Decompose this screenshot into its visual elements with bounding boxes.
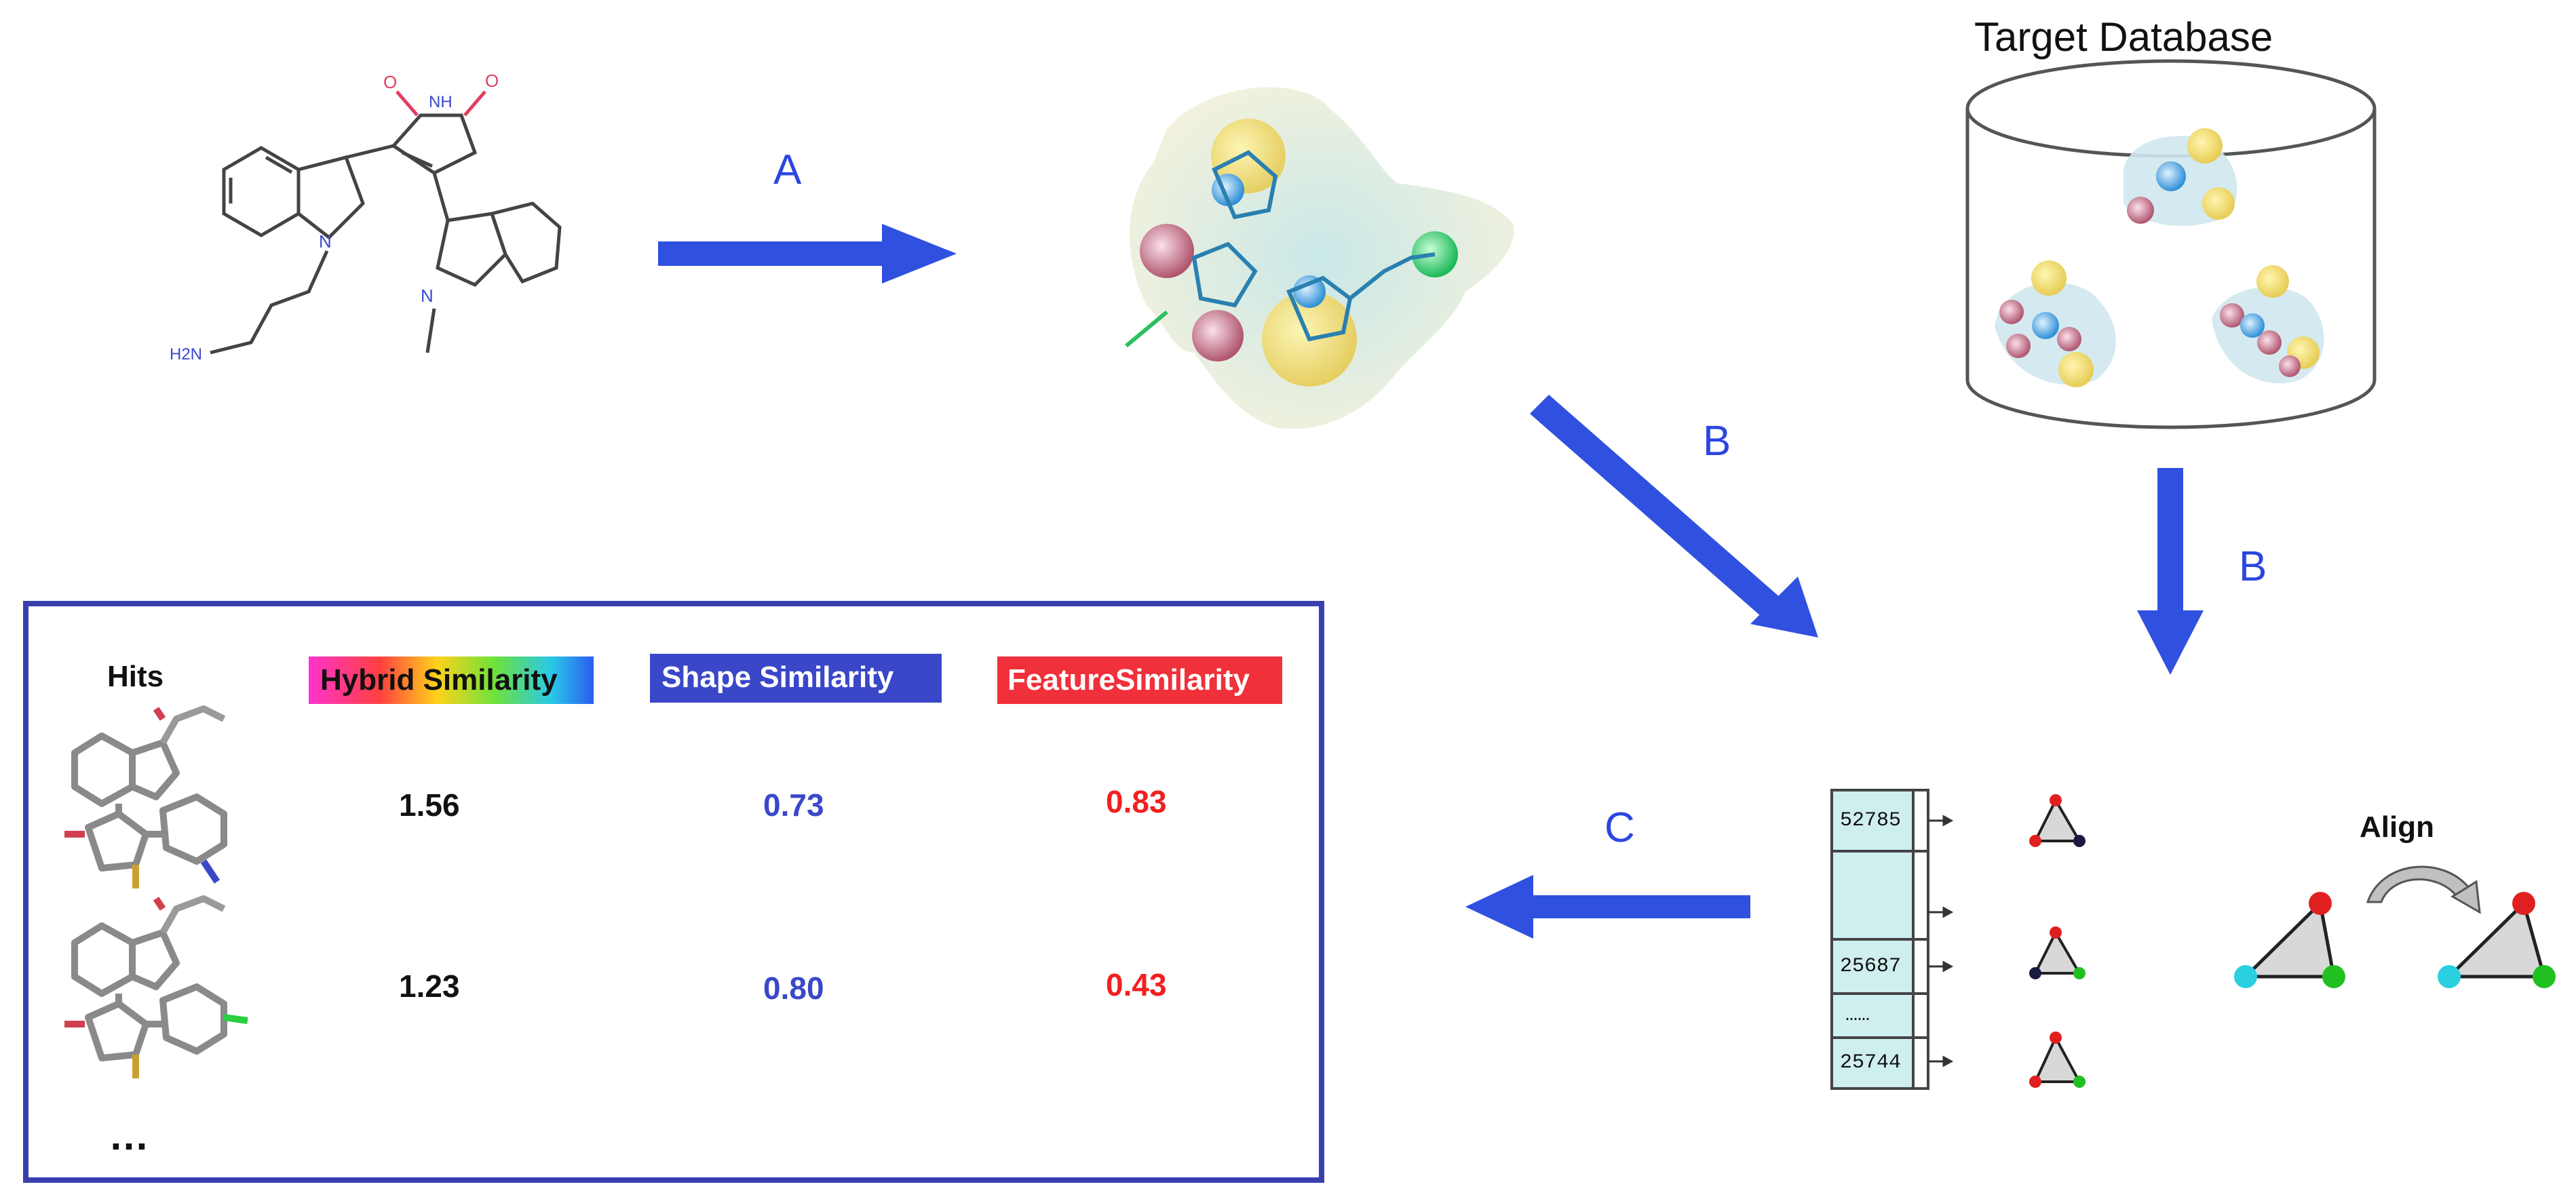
target-database-title: Target Database [1974,14,2273,60]
align-label: Align [2360,810,2434,844]
arrow-b-diagonal [1530,395,1818,638]
svg-text:NH: NH [429,93,453,111]
svg-text:O: O [485,71,499,91]
triangle-2 [2029,926,2085,979]
feature-header-bg [997,657,1282,704]
database-molecule-3 [2212,265,2324,384]
arrow-a [658,224,957,283]
feature-similarity-header: FeatureSimilarity [1007,663,1250,697]
hash-cell-4: …… [1845,1004,1870,1027]
hash-cell-3: 25687 [1840,955,1902,978]
shape-similarity-header: Shape Similarity [661,661,894,694]
arrow-b-vertical [2137,468,2204,675]
row-1-hybrid-value: 1.56 [399,787,460,823]
arrow-a-label: A [773,146,802,193]
arrow-b2-label: B [2239,543,2267,590]
align-triangle-left [2234,892,2345,988]
hybrid-similarity-header: Hybrid Similarity [320,663,558,697]
triangle-1 [2029,794,2085,847]
hash-table [1830,789,1954,1090]
arrow-c-label: C [1604,804,1635,851]
row-2-feature-value: 0.43 [1106,967,1167,1002]
hits-header: Hits [107,660,164,693]
query-3d-model [1125,87,1514,429]
hybrid-header-bg [309,657,594,704]
hash-cell-5: 25744 [1840,1051,1902,1074]
database-molecule-1 [2123,128,2237,227]
hit-molecule-2 [64,895,248,1078]
amine-label: H2N [170,345,202,364]
input-molecule-structure: N H2N O O NH N [170,71,562,364]
hits-ellipsis: … [109,1113,149,1158]
arrow-c [1465,875,1750,939]
hash-cell-1: 52785 [1840,809,1902,832]
shape-header-bg [650,654,942,703]
align-triangle-right [2438,892,2556,988]
svg-text:N: N [319,231,332,252]
align-curved-arrow [2366,865,2481,914]
target-database [1965,59,2377,429]
triangle-3 [2029,1032,2085,1088]
svg-text:N: N [421,286,434,306]
hit-molecule-1 [64,705,227,888]
arrow-b1-label: B [1703,418,1731,465]
row-1-shape-value: 0.73 [763,787,824,823]
row-2-shape-value: 0.80 [763,971,824,1006]
svg-text:O: O [383,72,397,92]
row-1-feature-value: 0.83 [1106,784,1167,819]
database-molecule-2 [1995,260,2116,387]
row-2-hybrid-value: 1.23 [399,968,460,1004]
